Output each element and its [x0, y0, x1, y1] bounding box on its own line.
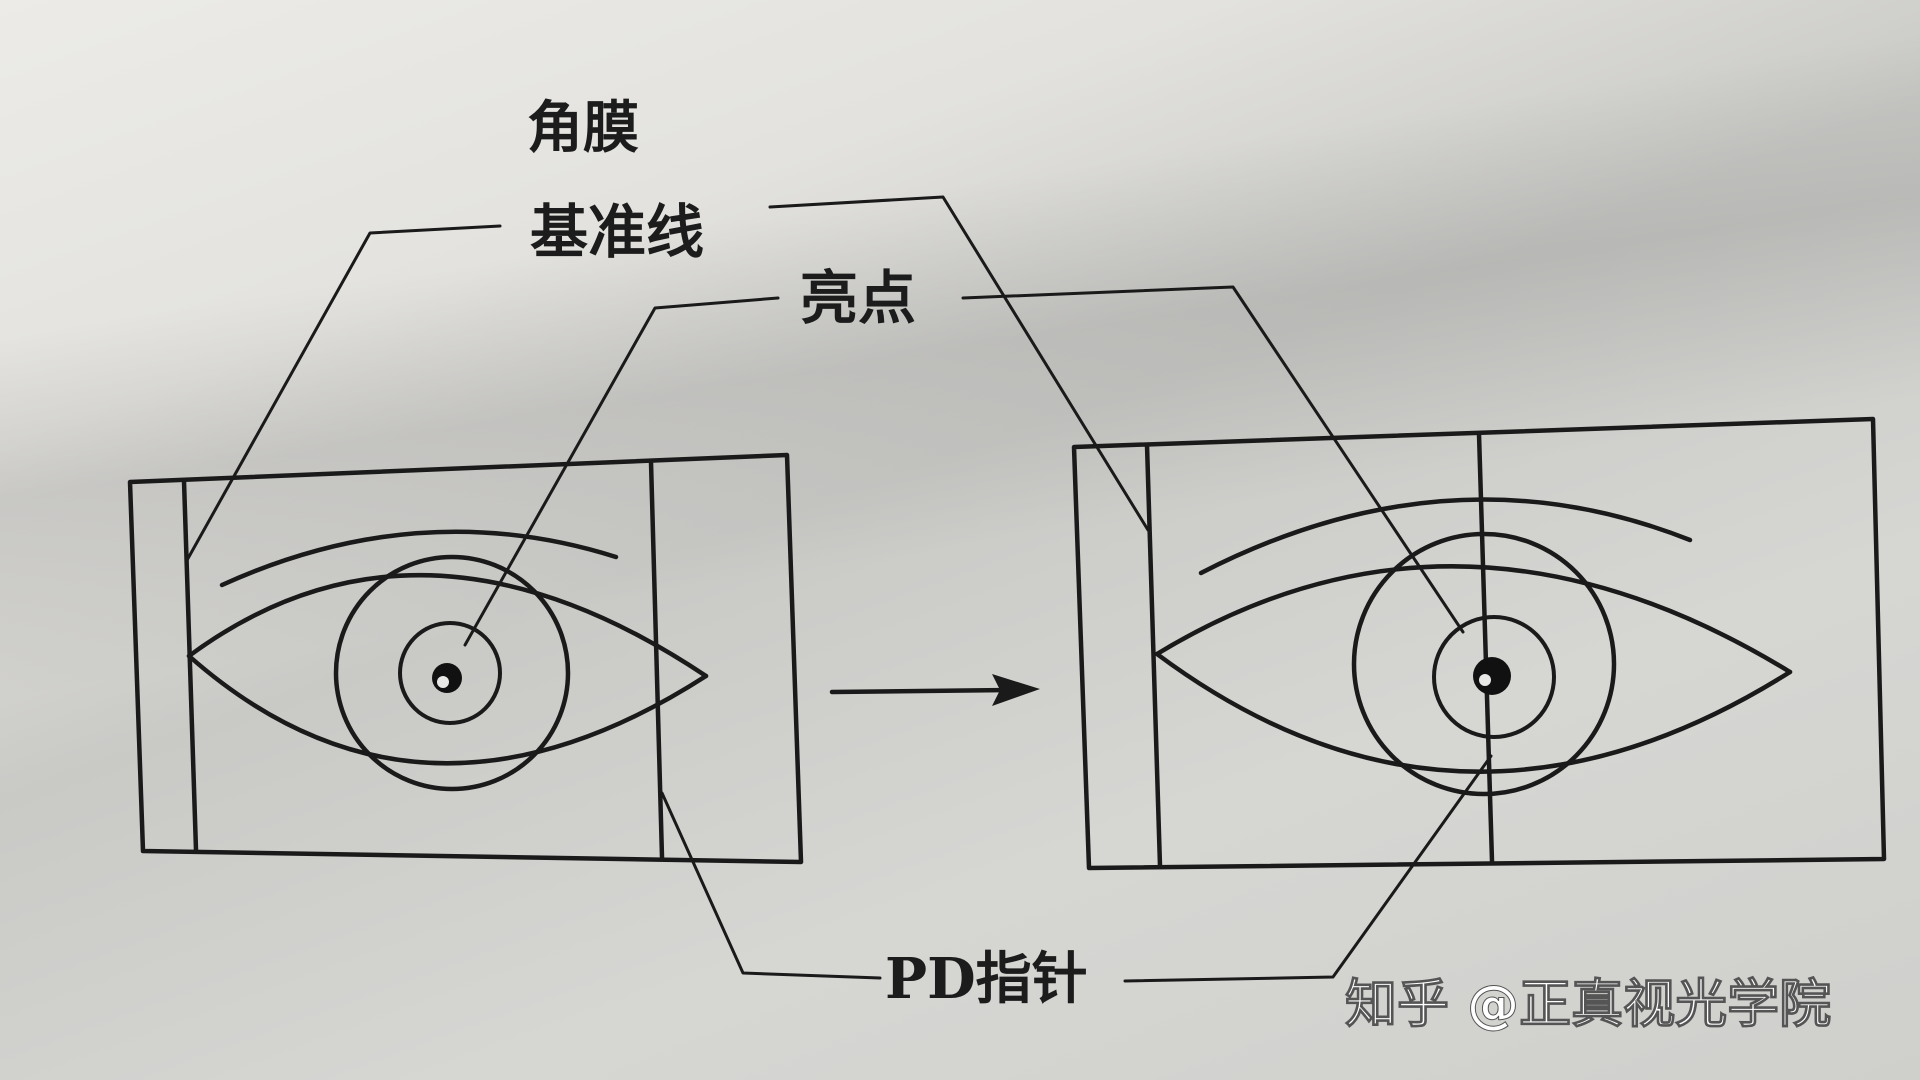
right-pupil-ring [1432, 615, 1556, 739]
bright-spot-label: 亮点 [800, 264, 916, 332]
left-panel [127, 452, 804, 865]
reference-line-label: 基准线 [530, 198, 704, 266]
left-pupil-ring [398, 621, 502, 725]
right-eye-lower-lid [1154, 651, 1793, 774]
bright-spot-leader-right [961, 285, 1465, 634]
left-eye-lower-lid [186, 653, 709, 766]
right-bright-spot [1479, 674, 1491, 686]
left-reference-line [181, 478, 199, 853]
left-cornea [333, 554, 571, 792]
left-bright-spot [437, 676, 449, 688]
bright-spot-leader-left [463, 296, 780, 647]
right-pd-pointer [1476, 431, 1495, 864]
right-cornea [1351, 531, 1617, 797]
watermark-text: 知乎 @正真视光学院 [1345, 975, 1831, 1035]
leader-lines [184, 195, 1493, 983]
reference-line-leader-right [768, 195, 1150, 532]
right-eyebrow [1198, 497, 1693, 576]
cornea-label: 角膜 [527, 95, 639, 161]
pd-pointer-label: PD指针 [885, 946, 1088, 1012]
pd-pointer-leader-left [660, 791, 882, 980]
right-eye-upper-lid [1154, 564, 1793, 675]
reference-line-leader-left [184, 224, 502, 564]
left-eye-upper-lid [186, 572, 709, 679]
right-frame [1071, 416, 1887, 871]
right-reference-line [1144, 442, 1163, 869]
left-pd-pointer [648, 459, 665, 860]
left-frame [127, 452, 804, 865]
right-pupil [1473, 657, 1511, 695]
right-panel [1071, 416, 1887, 871]
pd-pointer-leader-right [1123, 754, 1493, 983]
transition-arrow [829, 674, 1040, 706]
left-eyebrow [219, 529, 619, 588]
